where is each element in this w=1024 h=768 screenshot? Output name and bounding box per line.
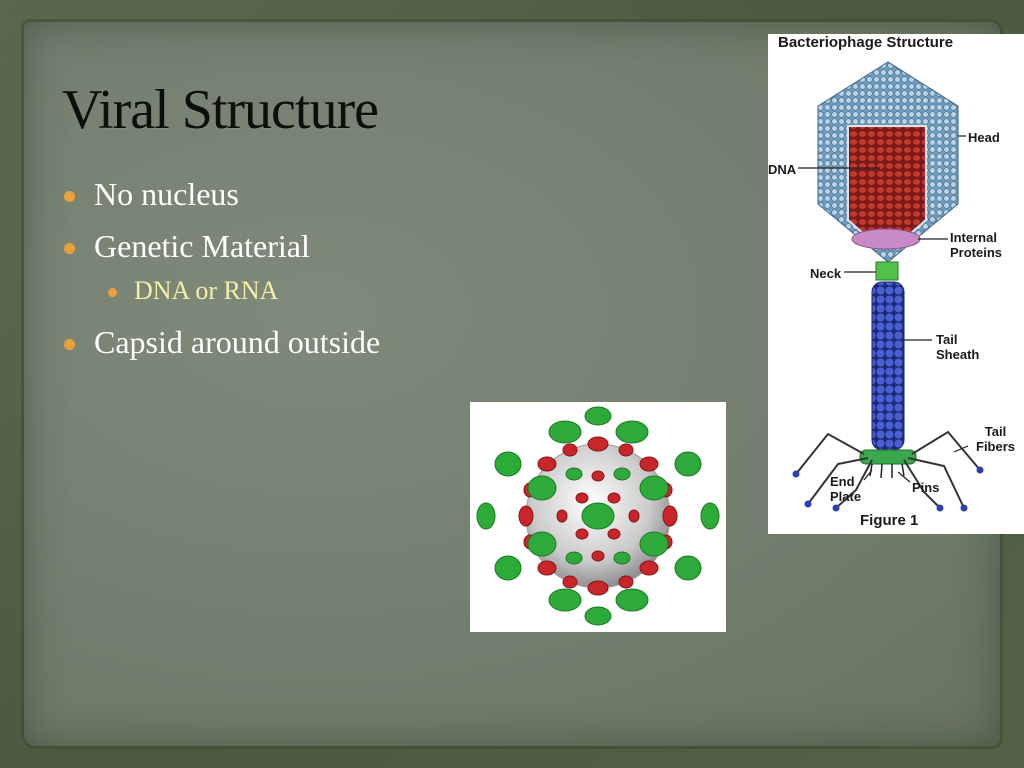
bullet-item: Genetic Material (62, 228, 380, 264)
bacteriophage-diagram: Bacteriophage Structure (768, 34, 1024, 534)
label-neck: Neck (810, 266, 842, 281)
bullet-item: No nucleus (62, 176, 380, 212)
virus-capsid-image (470, 402, 726, 632)
label-internal-proteins: Internal Proteins (950, 230, 1003, 260)
bullet-dot-icon (64, 243, 75, 254)
label-end-plate: End Plate (830, 474, 862, 504)
label-head: Head (968, 130, 1000, 145)
label-pins: Pins (912, 480, 940, 495)
bullet-text: Genetic Material (94, 228, 310, 264)
label-tail-sheath: Tail Sheath (936, 332, 980, 362)
slide-title: Viral Structure (62, 79, 379, 141)
bacteriophage-illustration (792, 61, 984, 512)
sub-bullet-item: DNA or RNA (62, 276, 380, 306)
label-dna: DNA (768, 162, 797, 177)
virus-capsid-illustration (476, 406, 720, 626)
bullet-dot-icon (64, 191, 75, 202)
bullet-dot-icon (108, 288, 117, 297)
sub-bullet-text: DNA or RNA (134, 276, 279, 305)
bullet-text: No nucleus (94, 176, 239, 212)
bullet-list: No nucleus Genetic Material DNA or RNA C… (62, 176, 380, 376)
diagram-title: Bacteriophage Structure (778, 34, 954, 51)
figure-caption: Figure 1 (860, 512, 919, 529)
bullet-dot-icon (64, 339, 75, 350)
bullet-item: Capsid around outside (62, 324, 380, 360)
bullet-text: Capsid around outside (94, 324, 381, 360)
label-tail-fibers: Tail Fibers (976, 424, 1016, 454)
